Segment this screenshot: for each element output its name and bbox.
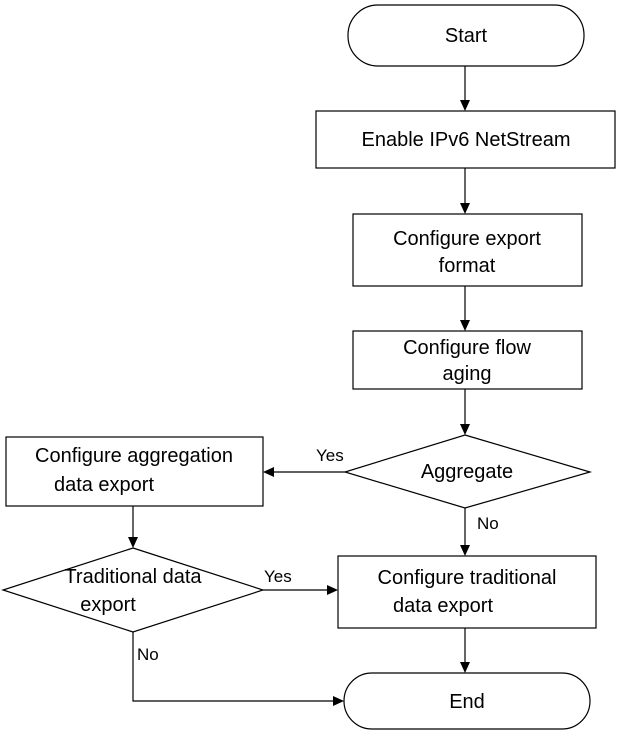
flow-aging-box — [352, 330, 583, 390]
arrowhead — [460, 320, 470, 331]
arrowhead — [128, 537, 138, 548]
aggregate-label: Aggregate — [421, 461, 513, 483]
connectors — [128, 66, 470, 706]
arrowhead — [327, 585, 338, 595]
aggregation-export-label-line2: data export — [54, 474, 155, 496]
arrowhead — [333, 696, 344, 706]
enable-netstream-step: Enable IPv6 NetStream — [315, 110, 616, 169]
traditional-export-label-line1: Configure traditional — [378, 567, 557, 589]
enable-netstream-label: Enable IPv6 NetStream — [362, 129, 571, 151]
aggregate-no-label: No — [477, 514, 499, 533]
traditional-export-label-line2: data export — [393, 595, 494, 617]
traditional-export-step: Configure traditional data export — [337, 555, 597, 629]
traditional-decision: Traditional data export — [1, 547, 265, 633]
end-label: End — [449, 691, 485, 713]
start-terminator-shape — [347, 4, 585, 67]
traditional-decision-label-line1: Traditional data — [64, 566, 202, 588]
aggregation-export-step: Configure aggregation data export — [5, 436, 264, 507]
arrowhead — [460, 203, 470, 214]
aggregate-decision: Aggregate — [342, 434, 593, 509]
export-format-box — [352, 213, 583, 287]
traditional-yes-label: Yes — [264, 567, 292, 586]
connector-traditional-no — [132, 632, 333, 702]
arrowhead — [460, 545, 470, 556]
aggregate-yes-label: Yes — [316, 446, 344, 465]
traditional-export-box — [337, 555, 597, 629]
traditional-decision-label-line2: export — [80, 594, 136, 616]
end-node: End — [343, 672, 591, 730]
aggregation-export-box — [5, 436, 264, 507]
enable-netstream-box — [315, 110, 616, 169]
flow-aging-label-line2: aging — [443, 363, 492, 385]
arrowhead — [460, 424, 470, 435]
export-format-label-line1: Configure export — [393, 228, 541, 250]
flow-aging-label-line1: Configure flow — [403, 337, 531, 359]
arrowhead — [263, 467, 274, 477]
aggregate-diamond — [342, 434, 593, 509]
aggregation-export-label-line1: Configure aggregation — [35, 445, 233, 467]
end-terminator-shape — [343, 672, 591, 730]
arrowhead — [460, 100, 470, 111]
traditional-diamond — [1, 547, 265, 633]
export-format-label-line2: format — [439, 255, 496, 277]
start-label: Start — [445, 25, 488, 47]
traditional-no-label: No — [137, 645, 159, 664]
export-format-step: Configure export format — [352, 213, 583, 287]
arrowhead — [460, 662, 470, 673]
start-node: Start — [347, 4, 585, 67]
flow-aging-step: Configure flow aging — [352, 330, 583, 390]
